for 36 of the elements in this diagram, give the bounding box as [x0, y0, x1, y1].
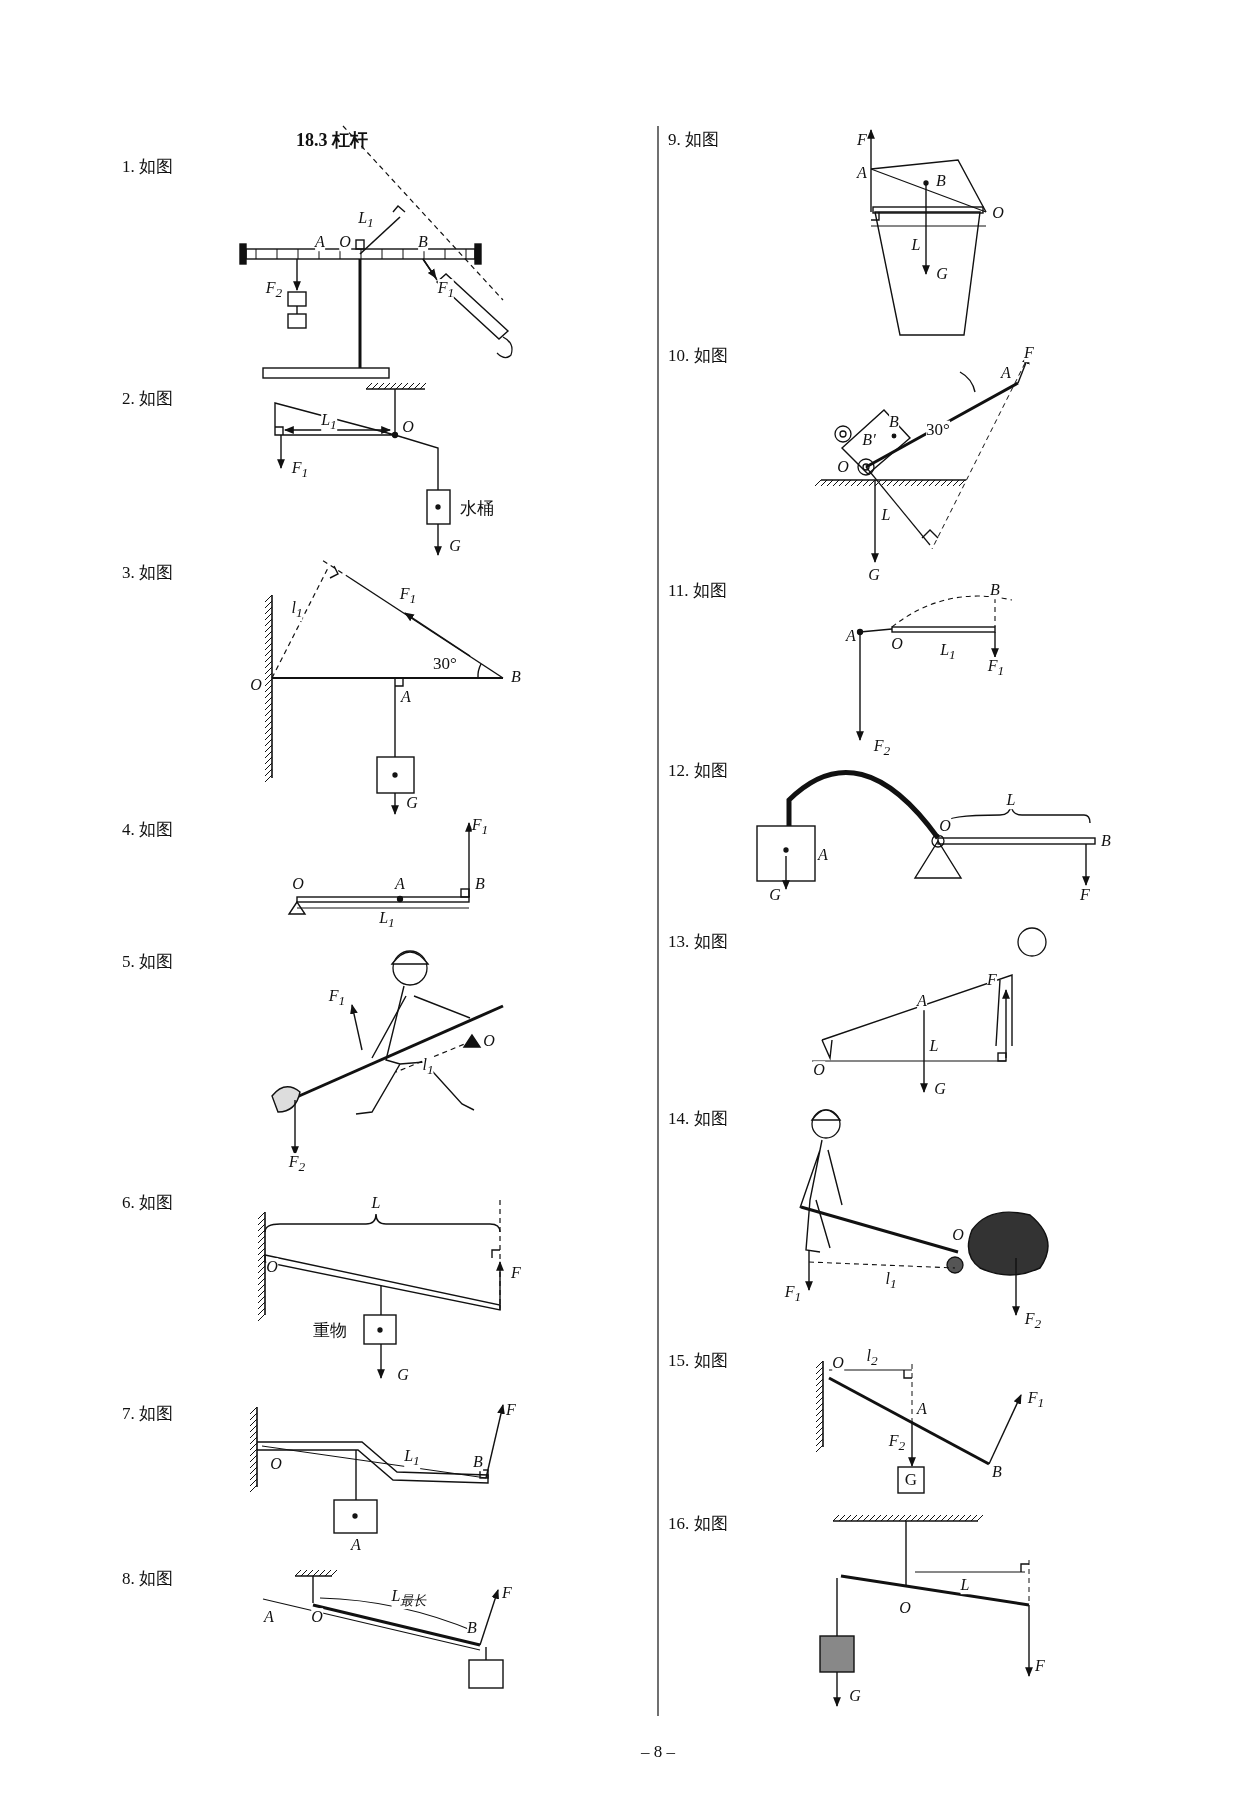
diagram-label: L$_{1}$: [404, 1447, 420, 1469]
question-number: 1. 如图: [122, 157, 173, 177]
question-number: 13. 如图: [668, 932, 728, 952]
diagram-label: B: [473, 1453, 483, 1471]
diagram-label: 水桶: [460, 499, 494, 519]
diagram-label: l$_{1}$: [291, 599, 303, 621]
diagram-label: F: [1024, 344, 1034, 362]
question-number: 2. 如图: [122, 389, 173, 409]
section-title: 18.3 杠杆: [296, 129, 368, 152]
diagram-label: A: [315, 233, 325, 251]
question-number: 8. 如图: [122, 1569, 173, 1589]
question-number: 7. 如图: [122, 1404, 173, 1424]
question-number: 4. 如图: [122, 820, 173, 840]
question-number: 6. 如图: [122, 1193, 173, 1213]
question-number: 3. 如图: [122, 563, 173, 583]
diagram-label: O: [939, 817, 951, 835]
question-number: 12. 如图: [668, 761, 728, 781]
diagram-label: F$_{1}$: [437, 279, 455, 301]
diagram-label: L$_{1}$: [321, 411, 337, 433]
diagram-label: L: [960, 1576, 970, 1594]
question-number: 16. 如图: [668, 1514, 728, 1534]
diagram-label: L$_{最长}$: [391, 1587, 427, 1609]
diagram-label: B: [889, 413, 899, 431]
question-number: 14. 如图: [668, 1109, 728, 1129]
question-number: 10. 如图: [668, 346, 728, 366]
diagram-label: B: [990, 581, 1000, 599]
diagram-label: O: [339, 233, 351, 251]
question-number: 9. 如图: [668, 130, 719, 150]
diagram-label: B: [418, 233, 428, 251]
diagram-label: L: [1006, 791, 1016, 809]
question-number: 11. 如图: [668, 581, 727, 601]
diagram-label: O: [832, 1354, 844, 1372]
diagram-label: 重物: [313, 1321, 347, 1341]
diagram-label: A: [917, 992, 927, 1010]
question-number: 15. 如图: [668, 1351, 728, 1371]
question-number: 5. 如图: [122, 952, 173, 972]
